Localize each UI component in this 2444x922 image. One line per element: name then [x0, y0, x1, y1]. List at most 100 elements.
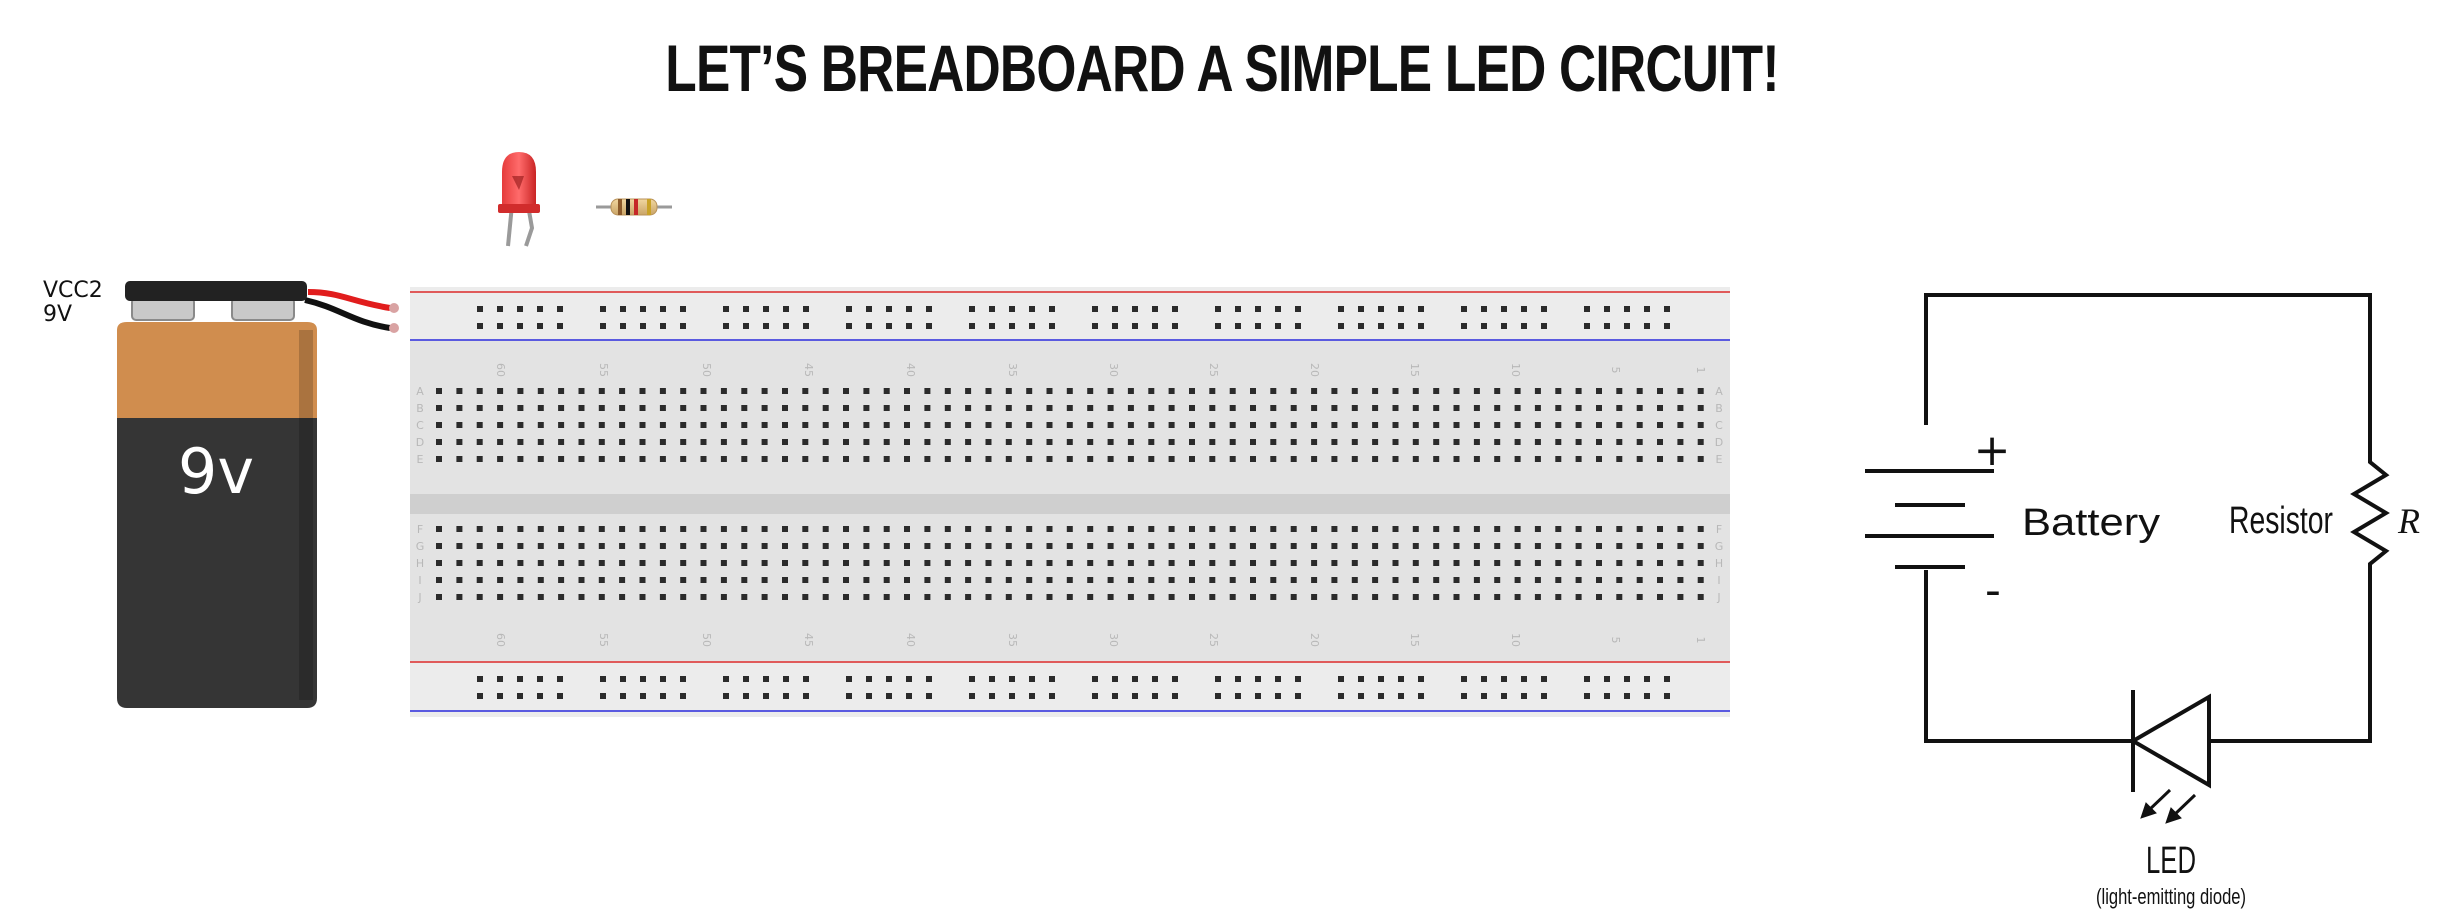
breadboard-hole[interactable]: [680, 560, 687, 566]
breadboard-hole[interactable]: [619, 388, 626, 394]
breadboard-hole[interactable]: [1412, 405, 1419, 411]
breadboard-hole[interactable]: [1392, 405, 1399, 411]
breadboard-hole[interactable]: [1473, 405, 1480, 411]
breadboard-hole[interactable]: [436, 456, 442, 462]
breadboard-hole[interactable]: [1494, 526, 1501, 532]
breadboard-hole[interactable]: [1311, 405, 1318, 411]
breadboard-hole[interactable]: [1066, 526, 1073, 532]
breadboard-hole[interactable]: [1555, 456, 1562, 462]
breadboard-hole[interactable]: [1066, 560, 1073, 566]
breadboard-hole[interactable]: [802, 543, 809, 549]
rail-hole[interactable]: [1624, 676, 1630, 682]
breadboard-hole[interactable]: [1127, 388, 1134, 394]
rail-hole[interactable]: [1029, 693, 1035, 699]
breadboard-hole[interactable]: [1596, 456, 1602, 462]
rail-hole[interactable]: [537, 676, 543, 682]
breadboard-hole[interactable]: [1005, 577, 1012, 583]
breadboard-hole[interactable]: [1616, 594, 1623, 600]
breadboard-hole[interactable]: [1250, 422, 1256, 428]
breadboard-hole[interactable]: [1046, 577, 1053, 583]
rail-hole[interactable]: [517, 693, 523, 699]
breadboard-hole[interactable]: [1555, 543, 1562, 549]
breadboard-hole[interactable]: [598, 456, 605, 462]
rail-hole[interactable]: [926, 676, 932, 682]
breadboard-hole[interactable]: [761, 594, 768, 600]
breadboard-hole[interactable]: [1555, 439, 1562, 445]
breadboard-hole[interactable]: [1433, 456, 1440, 462]
breadboard-hole[interactable]: [558, 405, 565, 411]
breadboard-hole[interactable]: [1697, 405, 1704, 411]
breadboard-hole[interactable]: [456, 543, 463, 549]
rail-hole[interactable]: [906, 323, 912, 329]
rail-hole[interactable]: [1418, 323, 1424, 329]
rail-hole[interactable]: [1275, 693, 1281, 699]
breadboard-hole[interactable]: [497, 405, 504, 411]
rail-hole[interactable]: [1092, 693, 1098, 699]
breadboard-hole[interactable]: [1290, 439, 1297, 445]
breadboard-hole[interactable]: [924, 543, 931, 549]
breadboard-hole[interactable]: [1372, 577, 1379, 583]
breadboard-hole[interactable]: [517, 577, 524, 583]
breadboard-hole[interactable]: [843, 388, 849, 394]
rail-hole[interactable]: [620, 676, 626, 682]
rail-hole[interactable]: [1481, 676, 1487, 682]
breadboard-hole[interactable]: [965, 543, 972, 549]
breadboard-hole[interactable]: [1453, 388, 1460, 394]
breadboard-hole[interactable]: [1657, 405, 1663, 411]
rail-hole[interactable]: [1541, 693, 1547, 699]
breadboard-hole[interactable]: [1229, 405, 1236, 411]
breadboard-hole[interactable]: [1087, 422, 1094, 428]
rail-hole[interactable]: [846, 693, 852, 699]
rail-hole[interactable]: [763, 676, 769, 682]
rail-hole[interactable]: [1009, 306, 1015, 312]
breadboard-hole[interactable]: [456, 405, 463, 411]
rail-hole[interactable]: [1624, 323, 1630, 329]
breadboard-hole[interactable]: [1575, 456, 1582, 462]
breadboard-hole[interactable]: [1473, 422, 1480, 428]
breadboard-hole[interactable]: [1026, 405, 1033, 411]
breadboard-hole[interactable]: [1046, 422, 1053, 428]
rail-hole[interactable]: [1255, 323, 1261, 329]
breadboard-hole[interactable]: [1412, 388, 1419, 394]
breadboard-hole[interactable]: [1575, 439, 1582, 445]
breadboard-hole[interactable]: [1189, 405, 1195, 411]
rail-hole[interactable]: [1521, 676, 1527, 682]
breadboard-hole[interactable]: [639, 594, 646, 600]
breadboard-hole[interactable]: [680, 526, 687, 532]
rail-hole[interactable]: [1398, 693, 1404, 699]
breadboard-hole[interactable]: [1168, 594, 1175, 600]
breadboard-hole[interactable]: [1514, 456, 1521, 462]
breadboard-hole[interactable]: [1250, 405, 1256, 411]
rail-hole[interactable]: [1215, 693, 1221, 699]
breadboard-hole[interactable]: [639, 439, 646, 445]
rail-hole[interactable]: [1358, 323, 1364, 329]
rail-hole[interactable]: [1378, 676, 1384, 682]
rail-hole[interactable]: [660, 693, 666, 699]
breadboard-hole[interactable]: [1555, 526, 1562, 532]
breadboard-hole[interactable]: [1229, 422, 1236, 428]
breadboard-hole[interactable]: [639, 526, 646, 532]
breadboard-hole[interactable]: [1148, 577, 1155, 583]
breadboard-hole[interactable]: [1189, 439, 1195, 445]
breadboard-hole[interactable]: [741, 526, 748, 532]
breadboard-hole[interactable]: [619, 577, 626, 583]
breadboard-hole[interactable]: [436, 439, 442, 445]
rail-hole[interactable]: [783, 306, 789, 312]
breadboard-hole[interactable]: [761, 543, 768, 549]
breadboard-hole[interactable]: [1453, 456, 1460, 462]
breadboard-hole[interactable]: [1433, 560, 1440, 566]
breadboard-hole[interactable]: [761, 422, 768, 428]
breadboard-hole[interactable]: [700, 526, 707, 532]
breadboard-hole[interactable]: [863, 422, 870, 428]
breadboard-hole[interactable]: [578, 543, 585, 549]
rail-hole[interactable]: [1664, 323, 1670, 329]
rail-hole[interactable]: [1644, 306, 1650, 312]
breadboard-hole[interactable]: [436, 560, 442, 566]
breadboard-hole[interactable]: [517, 594, 524, 600]
breadboard-hole[interactable]: [1209, 388, 1216, 394]
rail-hole[interactable]: [1398, 306, 1404, 312]
rail-hole[interactable]: [743, 676, 749, 682]
rail-hole[interactable]: [1501, 323, 1507, 329]
rail-hole[interactable]: [1521, 306, 1527, 312]
breadboard-hole[interactable]: [1189, 456, 1195, 462]
